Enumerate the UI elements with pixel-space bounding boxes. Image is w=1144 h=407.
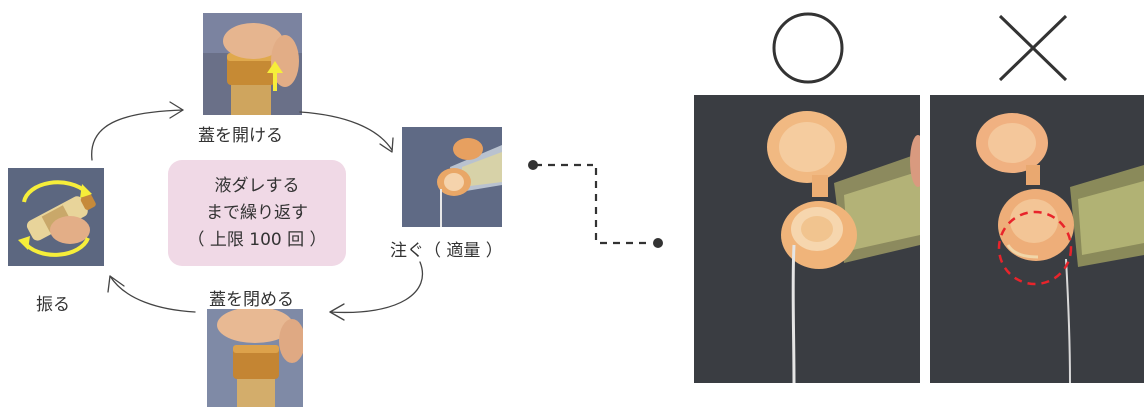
note-line-3: （ 上限 100 回 ） [187, 229, 327, 250]
photo-shake [8, 168, 104, 266]
drip-highlight-circle [997, 210, 1073, 286]
good-symbol: ○ [770, 10, 846, 86]
circle-symbol-icon [772, 12, 844, 84]
note-line-1: 液ダレする [214, 175, 300, 196]
close-cap-label: 蓋を閉める [209, 290, 294, 310]
bad-symbol: × [996, 12, 1070, 84]
note-line-2: まで繰り返す [206, 202, 308, 223]
rotate-arrows-icon [22, 180, 90, 257]
arrow-shake-to-open [91, 109, 184, 161]
open-cap-label: 蓋を開ける [198, 126, 283, 146]
arrow-close-to-shake [109, 275, 196, 313]
cross-symbol-icon [998, 14, 1068, 82]
photo-bad-pour [930, 95, 1144, 383]
yellow-up-arrow-icon [267, 61, 283, 91]
arrow-pour-to-close [329, 261, 424, 314]
dashed-connector [528, 160, 663, 248]
arrow-open-to-pour [299, 111, 393, 151]
repeat-note: 液ダレする まで繰り返す （ 上限 100 回 ） [168, 160, 346, 266]
photo-open-cap [203, 13, 302, 115]
shake-label: 振る [36, 295, 70, 315]
pour-label: 注ぐ（ 適量 ） [390, 241, 503, 261]
photo-good-pour [694, 95, 920, 383]
photo-pour [402, 127, 502, 227]
photo-close-cap [207, 309, 303, 407]
